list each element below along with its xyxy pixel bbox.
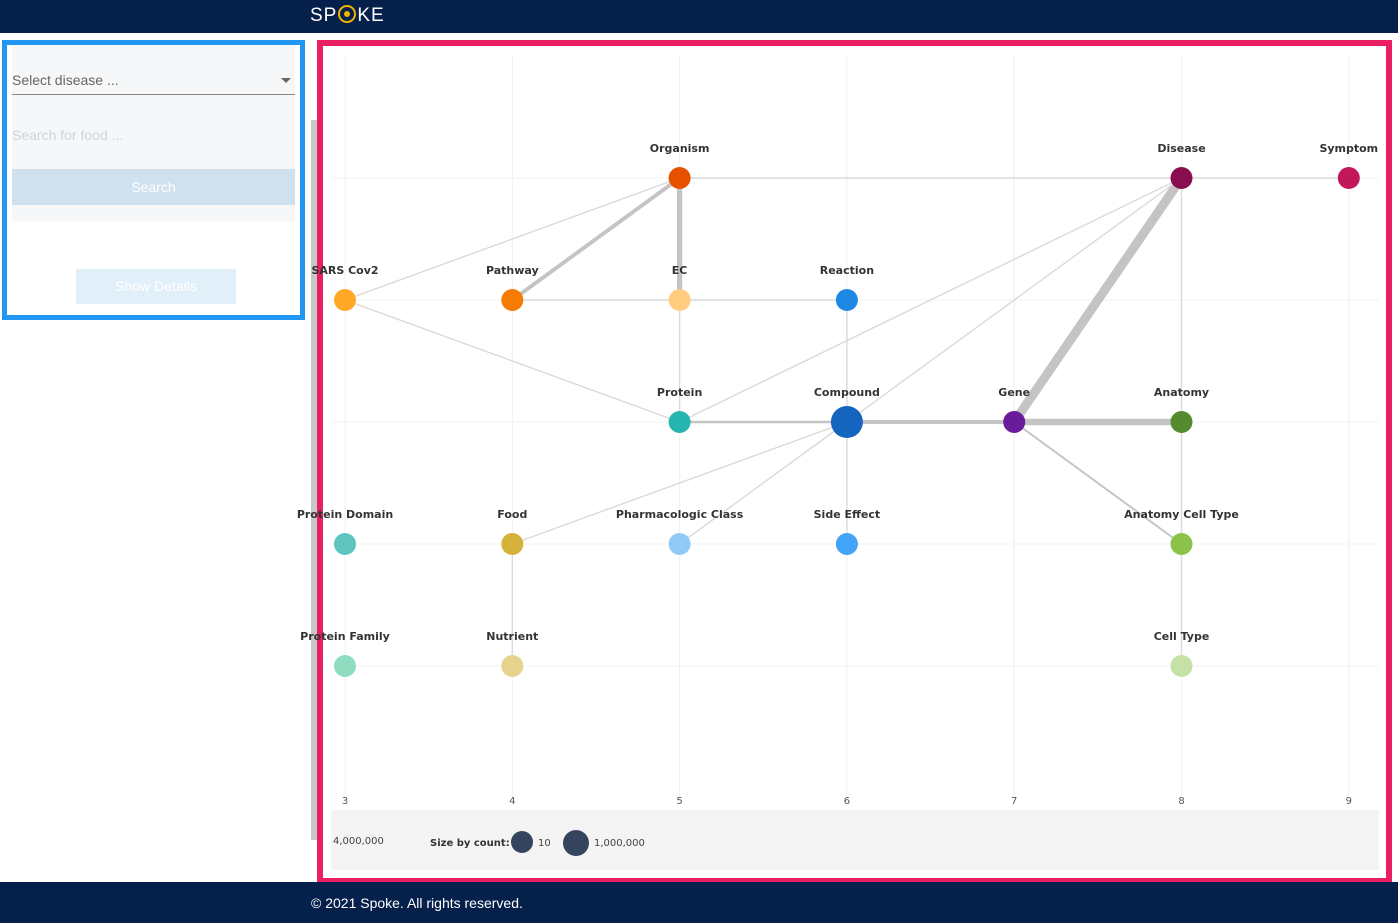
node-label-proteindomain: Protein Domain xyxy=(297,508,393,521)
edge-gene-anatomycell xyxy=(1013,421,1183,545)
legend-area xyxy=(331,810,1379,870)
edge-protein-disease xyxy=(679,177,1182,423)
legend-large-dot xyxy=(563,830,589,856)
node-ec[interactable] xyxy=(668,289,691,311)
legend-size-title: Size by count: xyxy=(430,838,510,849)
node-sars[interactable] xyxy=(334,289,356,311)
node-organism[interactable] xyxy=(668,167,691,189)
node-label-protein: Protein xyxy=(657,386,702,399)
node-pathway[interactable] xyxy=(501,289,524,311)
search-button[interactable]: Search xyxy=(12,169,295,205)
logo-text-right: KE xyxy=(357,5,385,26)
node-label-proteinfamily: Protein Family xyxy=(300,630,390,643)
node-label-symptom: Symptom xyxy=(1319,142,1378,155)
spoke-logo[interactable]: SP KE xyxy=(310,5,385,27)
node-food[interactable] xyxy=(501,533,524,555)
x-tick-label: 8 xyxy=(1178,796,1184,807)
footer: © 2021 Spoke. All rights reserved. xyxy=(0,882,1398,923)
node-sideeffect[interactable] xyxy=(835,533,858,555)
logo-text-left: SP xyxy=(310,5,338,26)
legend-large-value: 1,000,000 xyxy=(594,838,645,849)
node-reaction[interactable] xyxy=(835,289,858,311)
node-label-organism: Organism xyxy=(650,142,710,155)
edge-sars-protein xyxy=(344,299,680,423)
node-disease[interactable] xyxy=(1170,167,1193,189)
search-panel: Select disease ... Search Show Details xyxy=(2,40,305,320)
node-label-anatomycell: Anatomy Cell Type xyxy=(1124,508,1239,521)
legend-left-value: 4,000,000 xyxy=(333,836,384,847)
node-label-pharm: Pharmacologic Class xyxy=(616,508,744,521)
edge-organism-pathway xyxy=(511,176,681,302)
chevron-down-icon xyxy=(281,78,291,83)
x-tick-label: 9 xyxy=(1346,796,1352,807)
node-nutrient[interactable] xyxy=(501,655,524,677)
node-label-sars: SARS Cov2 xyxy=(311,264,378,277)
legend-small-value: 10 xyxy=(538,838,551,849)
x-tick-label: 4 xyxy=(509,796,515,807)
node-label-food: Food xyxy=(497,508,527,521)
x-tick-label: 6 xyxy=(844,796,850,807)
disease-select[interactable]: Select disease ... xyxy=(12,51,295,95)
node-anatomycell[interactable] xyxy=(1170,533,1193,555)
x-tick-label: 7 xyxy=(1011,796,1017,807)
x-tick-label: 3 xyxy=(342,796,348,807)
node-compound[interactable] xyxy=(830,406,863,438)
node-proteindomain[interactable] xyxy=(334,533,356,555)
show-details-button[interactable]: Show Details xyxy=(76,269,236,304)
node-label-compound: Compound xyxy=(814,386,880,399)
edge-gene-disease xyxy=(1010,175,1186,425)
top-navbar: SP KE xyxy=(0,0,1398,33)
node-label-ec: EC xyxy=(672,264,688,277)
node-proteinfamily[interactable] xyxy=(334,655,356,677)
node-label-anatomy: Anatomy xyxy=(1154,386,1209,399)
node-label-gene: Gene xyxy=(998,386,1030,399)
node-gene[interactable] xyxy=(1003,411,1026,433)
legend-small-dot xyxy=(511,831,533,853)
node-label-pathway: Pathway xyxy=(486,264,539,277)
scrollbar[interactable] xyxy=(311,120,317,840)
food-search-input[interactable] xyxy=(12,117,295,153)
logo-o-icon xyxy=(338,5,357,23)
node-label-nutrient: Nutrient xyxy=(486,630,538,643)
node-anatomy[interactable] xyxy=(1170,411,1193,433)
edge-compound-pharm xyxy=(679,421,848,545)
node-label-reaction: Reaction xyxy=(820,264,874,277)
node-label-sideeffect: Side Effect xyxy=(814,508,881,521)
x-tick-label: 5 xyxy=(676,796,682,807)
copyright-text: © 2021 Spoke. All rights reserved. xyxy=(311,895,523,911)
node-label-celltype: Cell Type xyxy=(1154,630,1210,643)
edge-compound-food xyxy=(512,421,848,545)
node-label-disease: Disease xyxy=(1157,142,1205,155)
search-panel-content: Select disease ... Search Show Details xyxy=(12,45,295,309)
node-protein[interactable] xyxy=(668,411,691,433)
node-symptom[interactable] xyxy=(1337,167,1360,189)
node-celltype[interactable] xyxy=(1170,655,1193,677)
edge-organism-sars xyxy=(344,177,680,301)
disease-select-value: Select disease ... xyxy=(12,72,119,88)
edge-compound-disease xyxy=(846,177,1182,423)
node-pharm[interactable] xyxy=(668,533,691,555)
